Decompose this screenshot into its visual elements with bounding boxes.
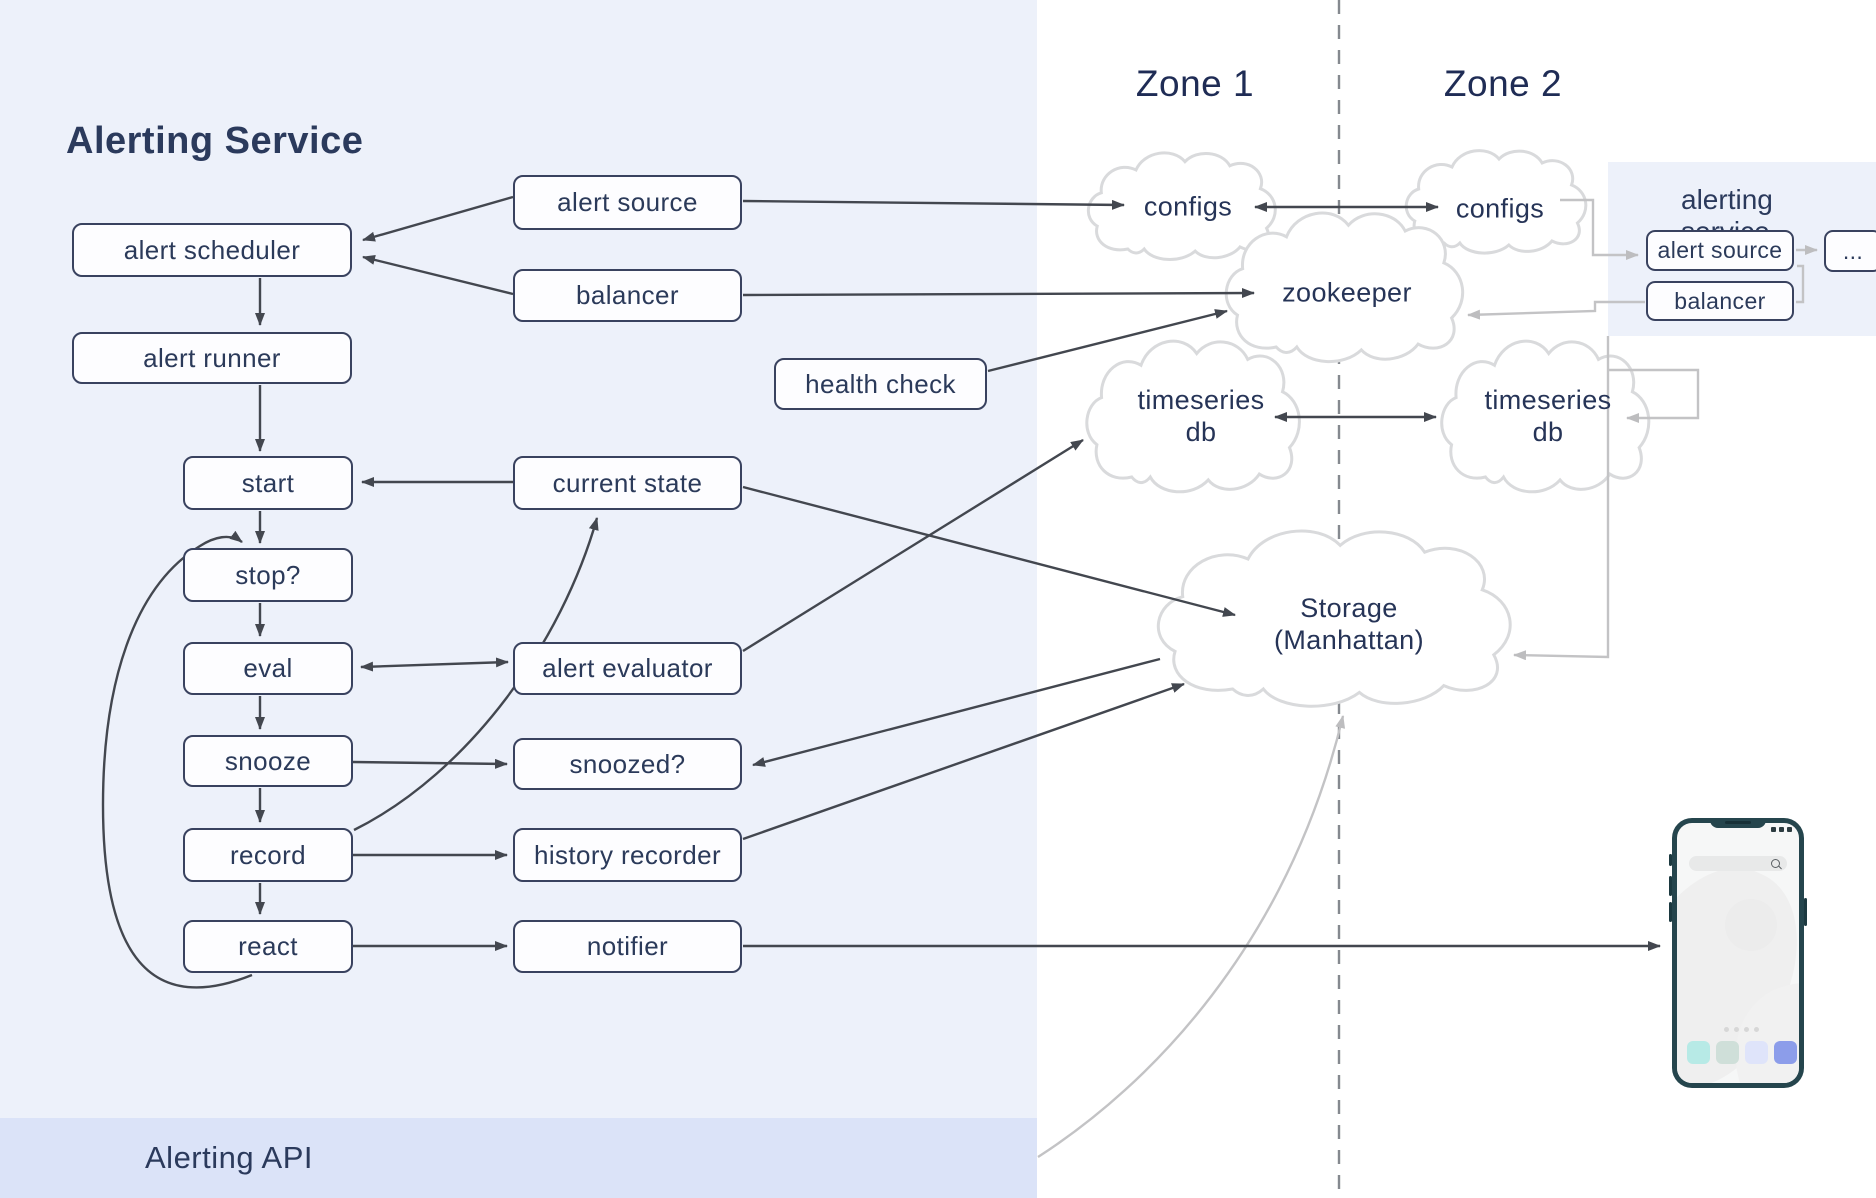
node-snooze: snooze (183, 735, 353, 787)
node-history-recorder: history recorder (513, 828, 742, 882)
page-title: Alerting Service (66, 120, 364, 162)
timeseries-db-zone2-line1: timeseries (1484, 385, 1612, 415)
search-icon (1771, 859, 1780, 868)
zone2-title: Zone 2 (1443, 63, 1563, 104)
alert-source-to-scheduler-arrow (362, 195, 514, 242)
node-eval: eval (183, 642, 353, 695)
evaluator-to-timeseries1-arrow (742, 438, 1084, 653)
phone-status-icons (1771, 827, 1792, 832)
timeseries-db-zone1-label: timeseries db (1137, 384, 1264, 448)
phone-volume-down-button (1669, 902, 1672, 922)
phone-app-icons (1687, 1041, 1797, 1064)
record-to-current-state-curve (353, 517, 599, 832)
alert-source-to-configs1-arrow (742, 199, 1125, 210)
configs-zone2-label: configs (1455, 193, 1545, 224)
alerting-api-label: Alerting API (145, 1140, 313, 1175)
battery-icon (1787, 827, 1792, 832)
zookeeper-label: zookeeper (1282, 277, 1412, 308)
storage-label-line1: Storage (1300, 593, 1398, 623)
node-record: record (183, 828, 353, 882)
node-alert-evaluator: alert evaluator (513, 642, 742, 695)
eval-evaluator-bidirectional-arrow (360, 657, 509, 672)
signal-icon (1771, 827, 1776, 832)
node-current-state: current state (513, 456, 742, 510)
node-stop: stop? (183, 548, 353, 602)
zone1-title: Zone 1 (1135, 63, 1255, 104)
configs-zone1-label: configs (1143, 191, 1233, 222)
snooze-to-snoozed-arrow (352, 758, 508, 769)
timeseries-db-zone2-label: timeseries db (1484, 384, 1611, 448)
node-alert-source: alert source (513, 175, 742, 230)
panel-to-storage-connector (1513, 336, 1610, 661)
phone-avatar-circle (1725, 899, 1777, 951)
timeseries-db-zone2-line2: db (1532, 417, 1564, 447)
phone-speaker (1725, 821, 1751, 824)
phone-volume-up-button (1669, 876, 1672, 896)
phone-mute-button (1669, 854, 1672, 866)
phone-notch (1710, 818, 1766, 828)
balancer-to-scheduler-arrow (362, 255, 514, 296)
node-react: react (183, 920, 353, 973)
panel-balancer-to-zookeeper-connector (1467, 300, 1645, 320)
react-to-stop-loop-curve (101, 530, 253, 989)
storage-manhattan-label: Storage (Manhattan) (1274, 592, 1424, 656)
node-alert-runner: alert runner (72, 332, 352, 384)
configs2-to-panel-connector (1560, 198, 1639, 260)
panel-node-balancer: balancer (1646, 281, 1794, 321)
node-balancer: balancer (513, 269, 742, 322)
history-to-storage-arrow (742, 682, 1185, 841)
node-start: start (183, 456, 353, 510)
node-alert-scheduler: alert scheduler (72, 223, 352, 277)
alerting-api-bar (0, 1118, 1037, 1198)
app-icon-3 (1745, 1041, 1768, 1064)
node-snoozed: snoozed? (513, 738, 742, 790)
app-icon-2 (1716, 1041, 1739, 1064)
storage-label-line2: (Manhattan) (1274, 625, 1424, 655)
wifi-icon (1779, 827, 1784, 832)
node-notifier: notifier (513, 920, 742, 973)
panel-balancer-junction-connector (1796, 264, 1805, 304)
phone-power-button (1804, 898, 1807, 926)
panel-to-timeseries2-connector (1608, 368, 1700, 423)
page-indicator-dots (1724, 1027, 1759, 1032)
current-state-to-storage-arrow (742, 485, 1236, 617)
storage-to-snoozed-arrow (752, 657, 1161, 767)
api-to-storage-curve (1037, 715, 1346, 1159)
balancer-to-zookeeper-arrow (742, 288, 1255, 299)
phone-search-bar (1689, 856, 1787, 871)
health-check-to-zookeeper-arrow (987, 309, 1228, 373)
app-icon-1 (1687, 1041, 1710, 1064)
timeseries-db-zone1-line1: timeseries (1137, 385, 1265, 415)
panel-node-alert-source: alert source (1646, 230, 1794, 271)
panel-node-more: ... (1824, 230, 1876, 272)
node-health-check: health check (774, 358, 987, 410)
timeseries-db-zone1-line2: db (1185, 417, 1217, 447)
phone (1669, 818, 1807, 1088)
phone-screen (1677, 823, 1799, 1083)
app-icon-4 (1774, 1041, 1797, 1064)
